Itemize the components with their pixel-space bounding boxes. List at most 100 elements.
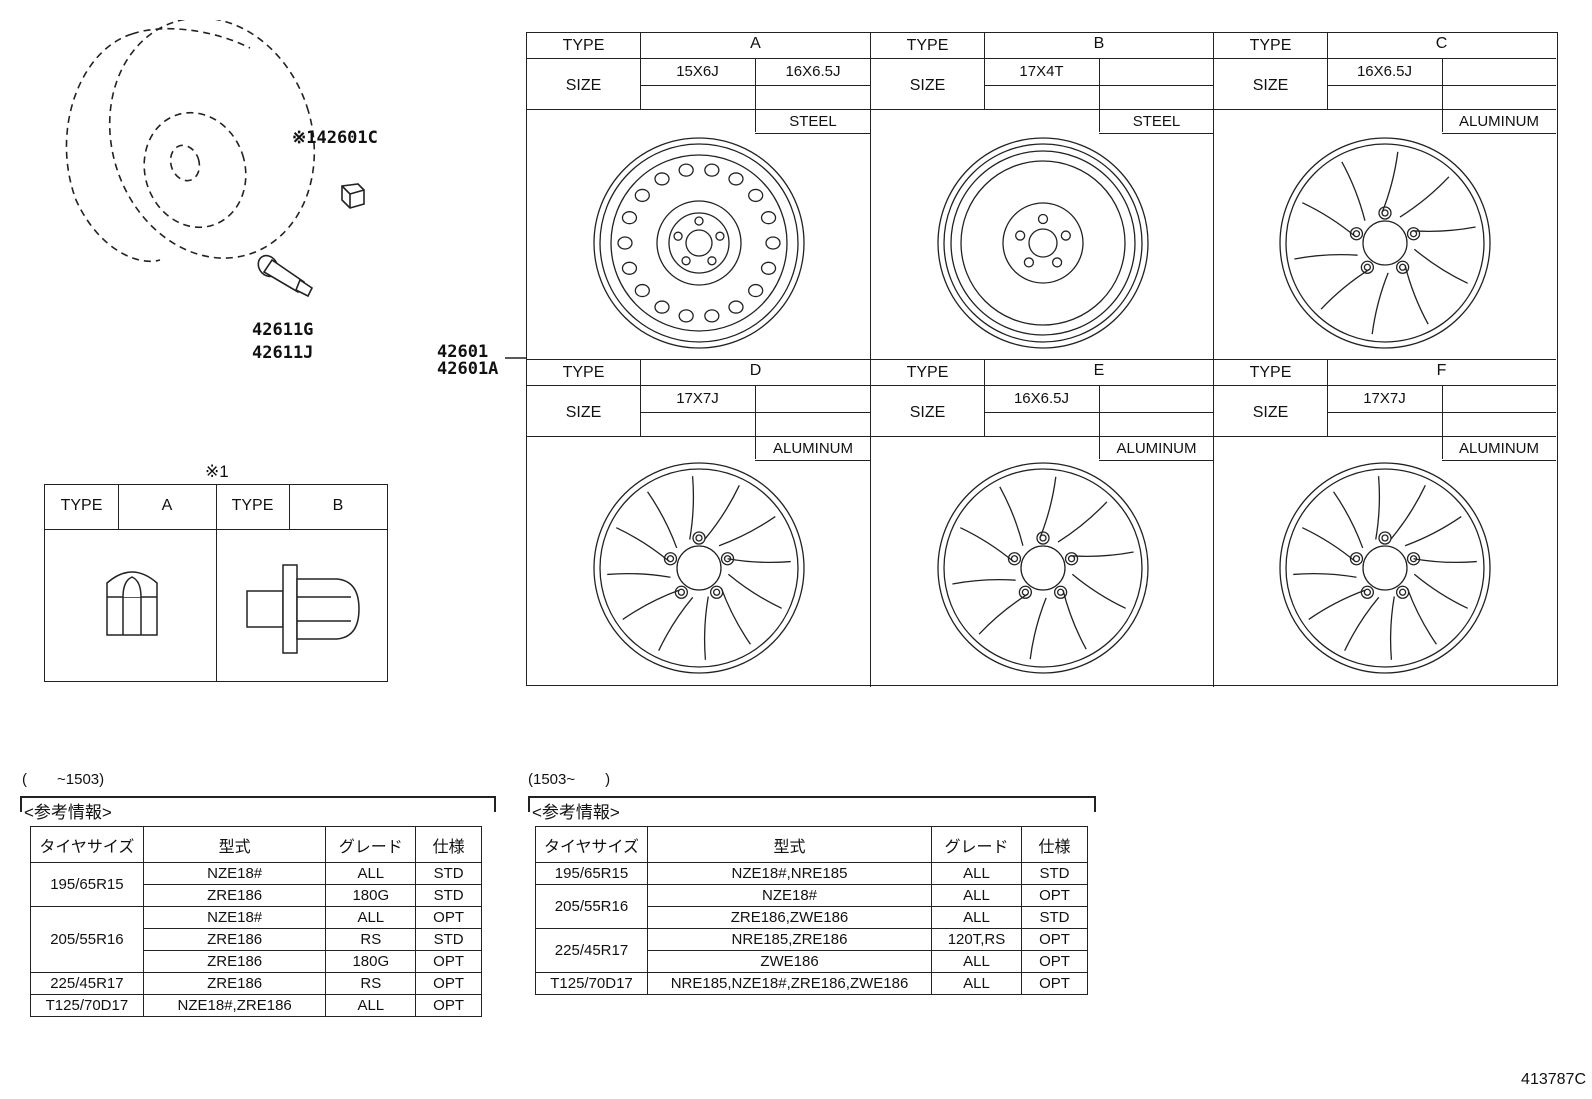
hub-circle (169, 144, 201, 182)
right-period: (1503~ ) (528, 771, 611, 788)
table-cell: OPT (415, 906, 482, 929)
type-value: A (750, 35, 761, 52)
grid-line (1442, 133, 1556, 134)
grid-line (1442, 460, 1556, 461)
tire-size-cell: 195/65R15 (30, 862, 144, 907)
alloy-wheel-icon (936, 462, 1149, 674)
size-label: SIZE (565, 77, 602, 94)
left-ref-bracket: <参考情報> (20, 796, 496, 822)
table-cell: STD (1021, 862, 1088, 885)
grid-line (1214, 109, 1556, 110)
figure-id: 413787C (1521, 1071, 1586, 1088)
table-cell: RS (325, 972, 417, 995)
grid-line (984, 33, 985, 109)
table-cell: 180G (325, 884, 417, 907)
type-value: C (1435, 35, 1448, 52)
material-label: STEEL (1132, 113, 1181, 130)
flange-nut-icon (246, 564, 360, 654)
grid-line (527, 385, 871, 386)
grid-line (640, 360, 641, 436)
wheel-part-number-a[interactable]: 42601A (437, 359, 499, 379)
alloy-wheel-icon (1279, 462, 1491, 674)
header-cell: グレード (931, 826, 1022, 863)
size-label: SIZE (909, 77, 946, 94)
type-label: TYPE (906, 364, 949, 381)
grid-line (1099, 460, 1214, 461)
header-cell: 型式 (142, 826, 327, 863)
alloy-wheel-icon (1279, 137, 1491, 349)
table-cell: OPT (1021, 950, 1088, 973)
table-cell: ALL (325, 994, 417, 1017)
grid-line (1327, 33, 1328, 109)
table-cell: 120T,RS (931, 928, 1022, 951)
wheel-part-number[interactable]: 42601 (437, 342, 489, 362)
type-label: TYPE (906, 37, 949, 54)
valve-stem-icon (257, 254, 314, 298)
table-cell: ALL (325, 862, 417, 885)
table-cell: STD (415, 928, 482, 951)
table-cell: STD (1021, 906, 1088, 929)
valve-part-number-j[interactable]: 42611J (252, 343, 314, 363)
table-cell: OPT (415, 994, 482, 1017)
header-cell: 型式 (647, 826, 932, 863)
table-cell: ZRE186 (142, 972, 327, 995)
table-cell: OPT (1021, 928, 1088, 951)
leader-line (505, 357, 527, 359)
grid-line (755, 385, 756, 459)
tire-front-face (108, 20, 316, 259)
table-cell: OPT (415, 950, 482, 973)
table-cell: ALL (325, 906, 417, 929)
type-label: TYPE (1249, 364, 1292, 381)
left-period: ( ~1503) (22, 771, 105, 788)
lug-nut-part-number[interactable]: ※142601C (292, 128, 378, 148)
tire-size-cell: 205/55R16 (30, 906, 144, 973)
table-cell: OPT (415, 972, 482, 995)
tire-size-cell: T125/70D17 (535, 972, 648, 995)
tire-size-cell: T125/70D17 (30, 994, 144, 1017)
right-ref-bracket: <参考情報> (528, 796, 1096, 822)
tire-size-cell: 225/45R17 (535, 928, 648, 973)
table-cell: ALL (931, 862, 1022, 885)
steel-wheel-icon (593, 137, 805, 349)
material-label: STEEL (789, 113, 837, 130)
table-cell: NZE18#,ZRE186 (142, 994, 327, 1017)
grid-line (1214, 385, 1556, 386)
grid-line (871, 436, 1214, 437)
grid-line (984, 85, 1214, 86)
grid-line (755, 58, 756, 132)
type-label: TYPE (562, 364, 605, 381)
type-value: F (1436, 362, 1447, 379)
grid-line (1442, 385, 1443, 459)
grid-line (1214, 58, 1556, 59)
material-label: ALUMINUM (772, 440, 853, 457)
table-cell: RS (325, 928, 417, 951)
size-label: SIZE (1252, 404, 1289, 421)
valve-part-number-g[interactable]: 42611G (252, 320, 314, 340)
size-label: SIZE (909, 404, 946, 421)
grid-line (1327, 360, 1328, 436)
grid-line (871, 385, 1214, 386)
nut-type-b: B (332, 497, 344, 514)
material-label: ALUMINUM (1458, 440, 1539, 457)
table-cell: ALL (931, 884, 1022, 907)
table-cell: NRE185,NZE18#,ZRE186,ZWE186 (647, 972, 932, 995)
grid-line (1099, 133, 1214, 134)
size-value-2: 16X6.5J (785, 63, 841, 80)
